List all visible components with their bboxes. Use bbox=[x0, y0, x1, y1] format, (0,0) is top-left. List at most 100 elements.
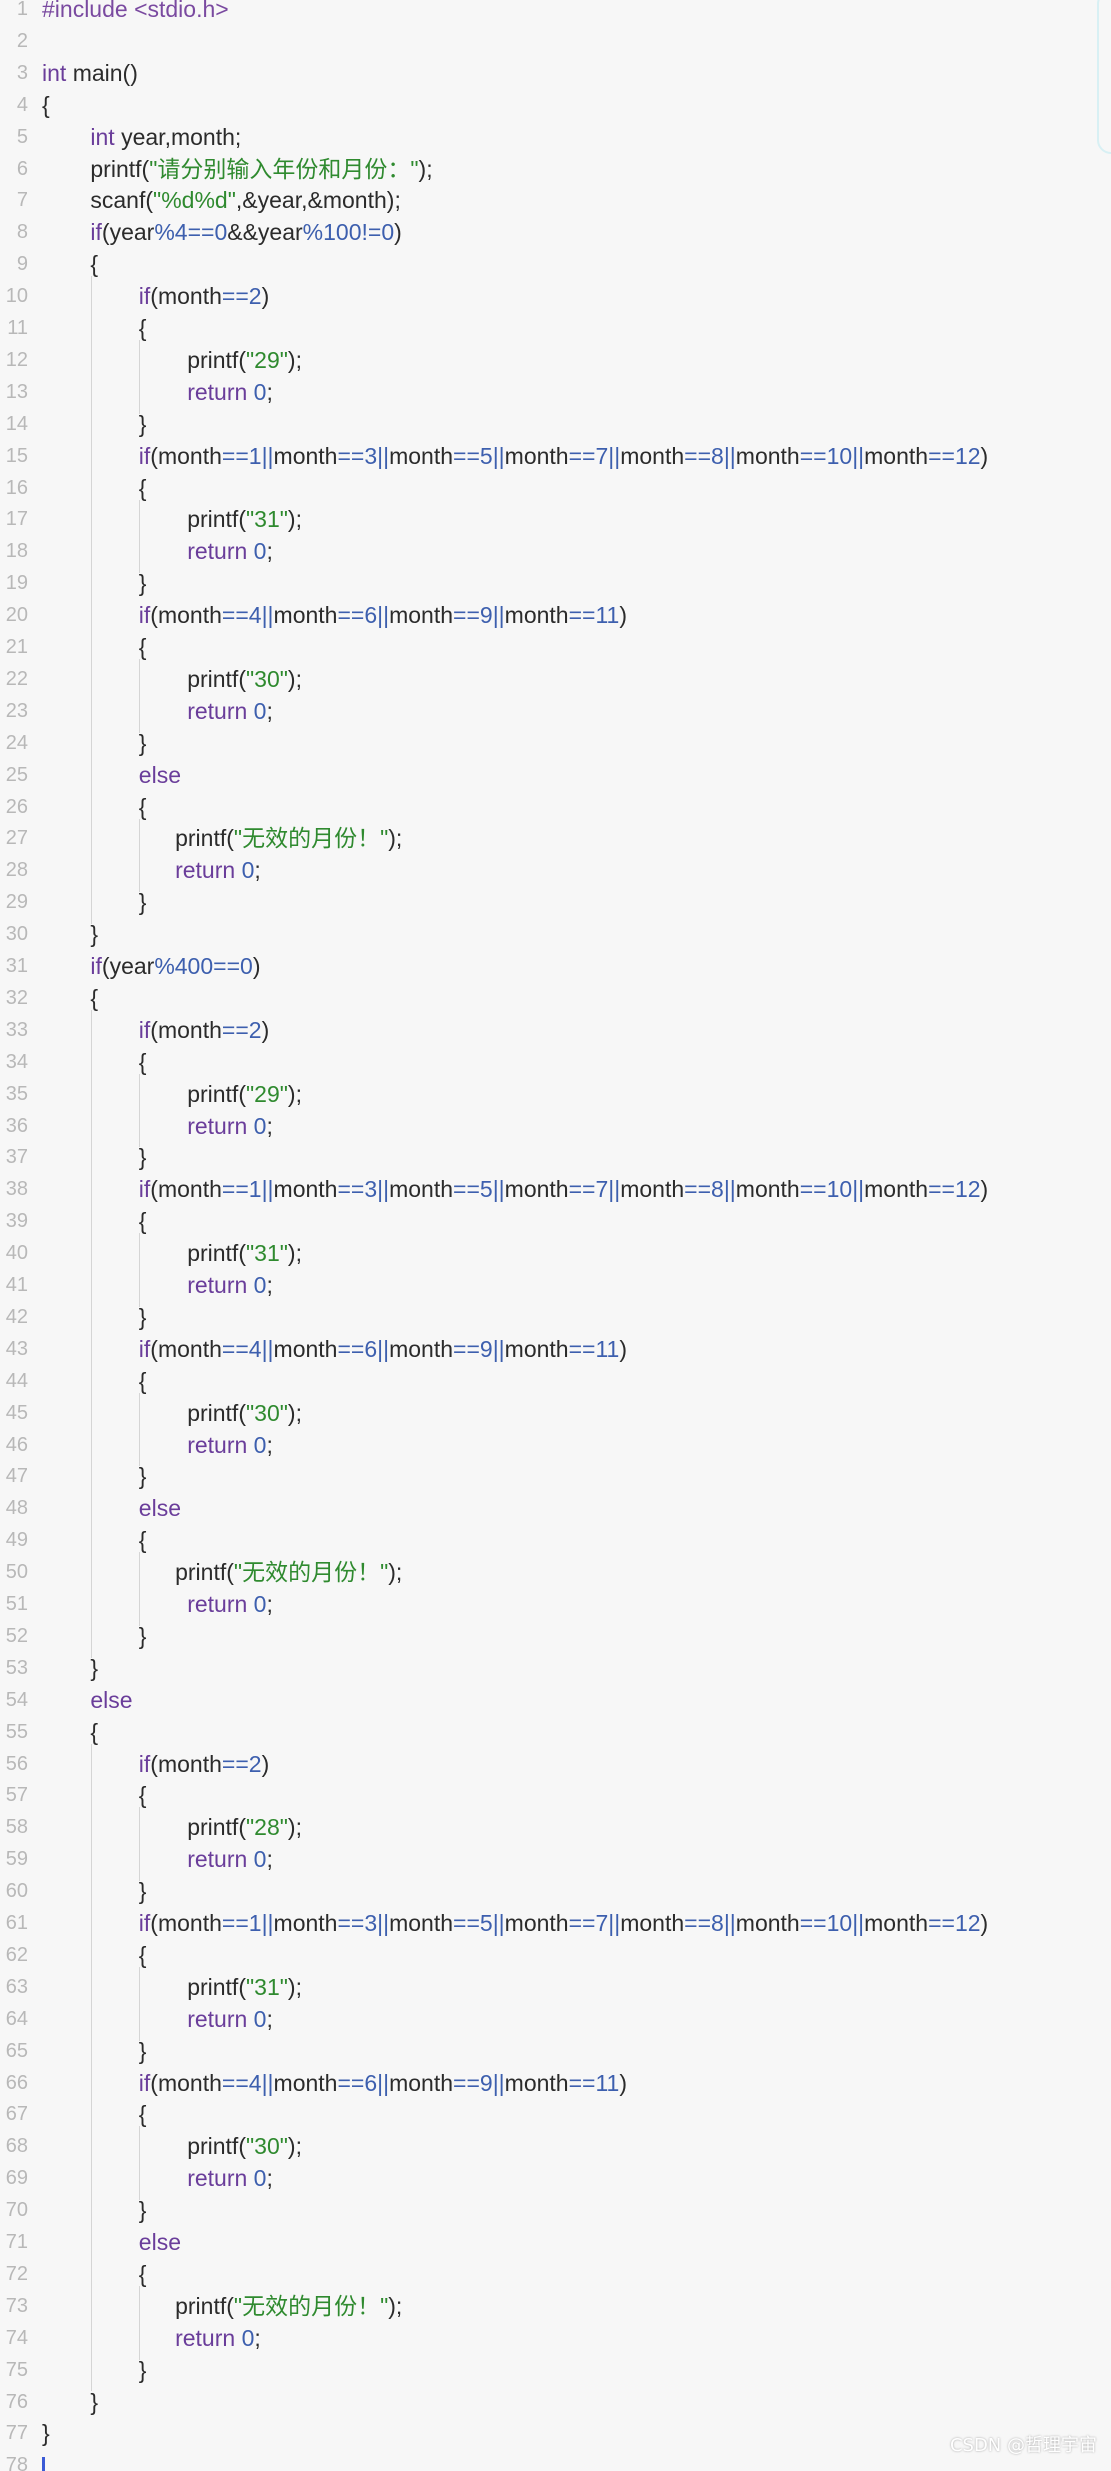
code-line: 16{ bbox=[0, 472, 1111, 504]
code-text: { bbox=[90, 251, 99, 278]
code-text: } bbox=[138, 410, 147, 437]
code-line: 59 return 0; bbox=[0, 1843, 1111, 1875]
line-number: 47 bbox=[5, 1465, 28, 1488]
code-text: { bbox=[138, 1208, 147, 1235]
code-text: } bbox=[138, 2356, 147, 2383]
code-text: printf("请分别输入年份和月份："); bbox=[90, 155, 433, 182]
code-line: 57 { bbox=[0, 1779, 1111, 1811]
code-text: return 0; bbox=[187, 378, 273, 405]
line-number: 57 bbox=[5, 1784, 28, 1807]
indent-guide bbox=[139, 2285, 140, 2360]
code-text: if(month==2) bbox=[138, 1016, 270, 1043]
line-number-partial: 78 bbox=[5, 2454, 28, 2471]
code-text: else bbox=[138, 761, 181, 788]
code-line: 67 { bbox=[0, 2098, 1111, 2130]
code-text: } bbox=[90, 2388, 99, 2415]
line-number: 3 bbox=[16, 61, 28, 84]
code-text: scanf("%d%d",&year,&month); bbox=[90, 187, 401, 214]
line-number: 19 bbox=[5, 572, 28, 595]
line-number: 35 bbox=[5, 1082, 28, 1105]
line-number: 60 bbox=[5, 1880, 28, 1903]
side-panel-edge bbox=[1097, 0, 1111, 154]
code-text: return 0; bbox=[187, 2165, 273, 2192]
code-text: return 0; bbox=[187, 1431, 273, 1458]
code-text: printf("无效的月份！"); bbox=[175, 2292, 403, 2319]
line-number: 49 bbox=[5, 1529, 28, 1552]
code-text: return 0; bbox=[187, 1846, 273, 1873]
code-text: printf("30"); bbox=[187, 2133, 302, 2160]
text-caret bbox=[42, 2457, 45, 2471]
line-number: 26 bbox=[5, 795, 28, 818]
code-text: } bbox=[138, 729, 147, 756]
code-text: printf("31"); bbox=[187, 1973, 302, 2000]
code-text: if(month==4||month==6||month==9||month==… bbox=[138, 2069, 628, 2096]
code-line: 11{ bbox=[0, 312, 1111, 344]
code-text: if(month==1||month==3||month==5||month==… bbox=[138, 1176, 989, 1203]
code-text: { bbox=[138, 1782, 147, 1809]
code-line: 30} bbox=[0, 918, 1111, 950]
code-text: printf("31"); bbox=[187, 506, 302, 533]
code-text: #include <stdio.h> bbox=[42, 0, 229, 22]
indent-guide bbox=[139, 1552, 140, 1626]
indent-guide bbox=[91, 1743, 92, 2392]
line-number: 59 bbox=[5, 1848, 28, 1871]
code-line: 24} bbox=[0, 727, 1111, 759]
code-line: 9{ bbox=[0, 248, 1111, 280]
code-text: return 0; bbox=[187, 1112, 273, 1139]
line-number: 41 bbox=[5, 1274, 28, 1296]
code-text: { bbox=[138, 634, 147, 660]
code-line: 32 { bbox=[0, 982, 1111, 1014]
line-number: 10 bbox=[5, 285, 28, 308]
line-number: 56 bbox=[5, 1752, 28, 1775]
indent-guide bbox=[139, 1073, 140, 1148]
code-text: } bbox=[138, 889, 147, 916]
code-text: if(year%4==0&&year%100!=0) bbox=[90, 219, 402, 246]
code-line: 55{ bbox=[0, 1716, 1111, 1748]
line-number: 61 bbox=[5, 1912, 28, 1934]
code-text: { bbox=[138, 2101, 147, 2128]
code-text: } bbox=[138, 1463, 147, 1490]
line-number: 13 bbox=[5, 380, 28, 403]
code-line: 72{ bbox=[0, 2258, 1111, 2290]
line-number: 65 bbox=[5, 2039, 28, 2062]
line-number: 58 bbox=[5, 1816, 28, 1839]
watermark: CSDN @哲理宇宙 bbox=[949, 2435, 1097, 2456]
code-line: 42} bbox=[0, 1301, 1111, 1333]
line-number: 72 bbox=[5, 2262, 28, 2285]
code-text: { bbox=[138, 1367, 147, 1394]
code-text: printf("29"); bbox=[187, 1080, 302, 1107]
code-text: } bbox=[90, 1654, 99, 1681]
code-text: { bbox=[90, 984, 99, 1011]
line-number: 17 bbox=[5, 508, 28, 531]
code-text: if(month==1||month==3||month==5||month==… bbox=[138, 1910, 989, 1936]
line-number: 32 bbox=[5, 986, 28, 1009]
line-number: 54 bbox=[5, 1688, 28, 1711]
code-text: return 0; bbox=[187, 2005, 273, 2032]
indent-guide bbox=[139, 1392, 140, 1467]
line-number: 14 bbox=[5, 412, 28, 435]
code-line: 34{ bbox=[0, 1046, 1111, 1078]
line-number: 48 bbox=[5, 1497, 28, 1520]
line-number: 67 bbox=[5, 2103, 28, 2126]
code-text: } bbox=[138, 2197, 147, 2224]
indent-guide bbox=[139, 1807, 140, 1882]
